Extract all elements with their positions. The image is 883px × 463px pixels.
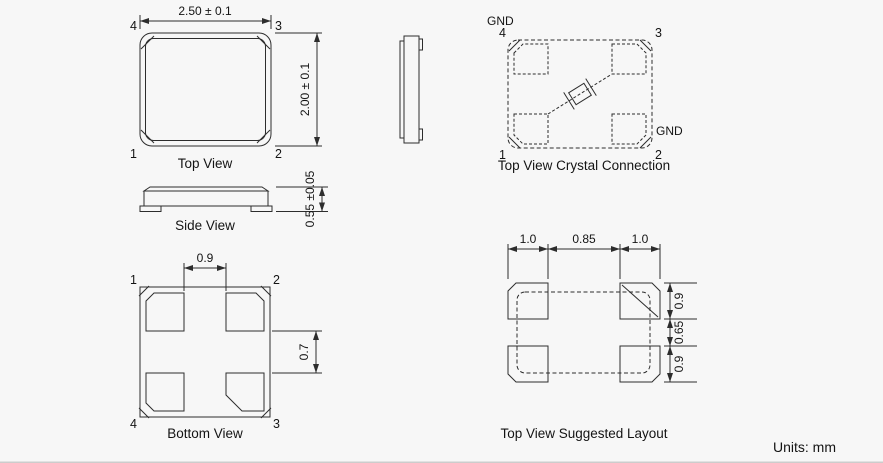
extension-lines-vertical <box>664 282 697 383</box>
bottom-view-pad-gap-y-dim: 0.7 <box>297 343 311 360</box>
extension-lines-thickness <box>276 186 328 212</box>
top-view-width-dim: 2.50 ± 0.1 <box>178 4 232 18</box>
layout-dim-h-left: 1.0 <box>520 232 537 246</box>
land-pad-tr <box>619 282 661 320</box>
pad-2 <box>225 292 265 332</box>
package-inner-outline <box>145 38 266 141</box>
land-pad-br <box>619 345 661 383</box>
land-pad-tl <box>507 282 549 320</box>
pad-4 <box>513 43 549 75</box>
top-view-pin-tr: 3 <box>275 19 282 33</box>
layout-dim-h-right: 1.0 <box>632 232 649 246</box>
top-view-caption: Top View <box>178 156 233 171</box>
crystal-connection-pin-tl: 4 <box>499 26 506 40</box>
pad-1 <box>145 292 185 332</box>
extension-lines-horizontal <box>507 244 661 279</box>
top-view-height-dim: 2.00 ± 0.1 <box>298 63 312 117</box>
corner-marks <box>140 35 271 144</box>
layout-dim-v-top: 0.9 <box>672 292 686 309</box>
bottom-view-pad-gap-x-dim: 0.9 <box>197 251 214 265</box>
crystal-plate-right <box>585 78 597 96</box>
layout-dim-v-middle: 0.65 <box>672 320 686 344</box>
bottom-view-pin-tl: 1 <box>130 273 137 287</box>
bottom-view-caption: Bottom View <box>167 426 243 441</box>
crystal-connection-trace <box>547 73 613 115</box>
crystal-symbol <box>563 78 597 110</box>
land-pad-tr-index-mark <box>621 284 659 318</box>
bottom-view-pin-br: 3 <box>273 417 280 431</box>
gnd-label-top: GND <box>487 14 514 28</box>
bottom-view-pin-tr: 2 <box>273 273 280 287</box>
pad-2 <box>611 113 647 145</box>
suggested-layout-view: 1.0 0.85 1.0 0.9 0.65 0.9 Top View Sugge… <box>500 232 697 441</box>
end-view <box>399 35 423 144</box>
corner-marks <box>508 39 652 149</box>
package-footprint-dashed <box>516 291 651 374</box>
suggested-layout-caption: Top View Suggested Layout <box>500 426 667 441</box>
side-view-caption: Side View <box>175 218 235 233</box>
pad-3 <box>611 43 647 75</box>
crystal-connection-pin-br: 2 <box>655 148 662 162</box>
crystal-body <box>567 82 593 106</box>
side-view-pad-right <box>250 205 273 212</box>
side-view-lid <box>142 186 270 192</box>
pad-3-with-index-chamfer <box>225 372 265 412</box>
top-view-pin-tl: 4 <box>130 19 137 33</box>
bottom-view-pin-bl: 4 <box>130 417 137 431</box>
pad-1 <box>513 113 549 145</box>
top-view-pin-br: 2 <box>275 147 282 161</box>
crystal-plate-left <box>563 92 575 110</box>
top-view: 2.50 ± 0.1 2.00 ± 0.1 4 3 1 2 Top View <box>130 4 322 171</box>
pad-4 <box>145 372 185 412</box>
side-view-pad-left <box>139 205 162 212</box>
crystal-connection-caption: Top View Crystal Connection <box>498 158 670 173</box>
land-pad-bl <box>507 345 549 383</box>
gnd-label-bottom: GND <box>656 124 683 138</box>
package-outline <box>139 32 272 147</box>
side-view: 0.55 ±0.05 Side View <box>139 170 328 233</box>
top-view-pin-bl: 1 <box>130 147 137 161</box>
corner-marks <box>138 285 272 419</box>
layout-dim-h-middle: 0.85 <box>572 232 596 246</box>
side-view-thickness-dim: 0.55 ±0.05 <box>303 170 317 227</box>
end-view-lid <box>399 40 405 139</box>
crystal-connection-view: GND GND 4 3 1 2 Top View Crystal Connect… <box>487 14 683 173</box>
end-view-pad-bottom <box>418 128 423 141</box>
crystal-connection-pin-tr: 3 <box>655 26 662 40</box>
package-outline <box>139 286 271 418</box>
end-view-body <box>403 35 420 144</box>
end-view-pad-top <box>418 38 423 51</box>
layout-dim-v-bottom: 0.9 <box>672 355 686 372</box>
crystal-connection-pin-bl: 1 <box>499 148 506 162</box>
package-outline-dashed <box>507 39 653 149</box>
side-view-body <box>143 190 269 207</box>
units-label: Units: mm <box>773 439 836 455</box>
bottom-view: 0.9 0.7 1 2 4 3 Bottom View <box>130 251 322 441</box>
